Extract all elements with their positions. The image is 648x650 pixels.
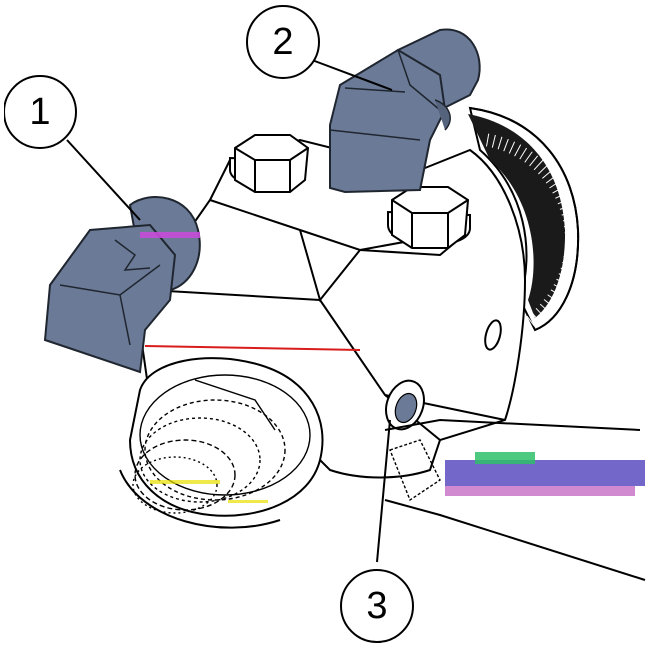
knurl-line <box>545 174 557 184</box>
knurl-line <box>503 138 509 152</box>
knurl-line <box>486 133 490 147</box>
knurl-line <box>555 192 568 199</box>
knurl-line <box>539 303 551 314</box>
callout-1: 1 <box>3 75 77 149</box>
knurl-line <box>519 147 528 160</box>
bolt-right <box>387 186 471 249</box>
knurl-line <box>564 250 578 253</box>
knurl-line <box>561 211 575 216</box>
knurl-line <box>508 141 516 154</box>
right-fitting <box>384 418 646 581</box>
knurl-line <box>564 224 578 228</box>
knurl-line <box>529 155 539 167</box>
knurled-ring <box>468 106 580 348</box>
leader-lines <box>66 59 393 563</box>
knurl-line <box>564 231 578 234</box>
knurl-line <box>562 217 576 222</box>
knurl-line <box>535 307 546 319</box>
knurl-line <box>552 186 565 194</box>
bolt-left <box>229 134 310 193</box>
knurl-line <box>563 256 577 260</box>
knurl-line <box>560 267 574 273</box>
knurl-line <box>557 198 571 205</box>
knurl-line <box>524 151 533 163</box>
callout-1-label: 1 <box>29 91 50 133</box>
knurl-line <box>526 315 536 327</box>
knurl-line <box>549 180 561 189</box>
knurl-line <box>491 134 496 148</box>
knurl-line <box>537 164 549 175</box>
callout-3: 3 <box>340 569 414 643</box>
knurl-line <box>556 278 569 286</box>
knurl-line <box>562 261 576 266</box>
knurl-line <box>547 294 559 303</box>
knurl-line <box>553 284 566 292</box>
knurl-line <box>564 244 578 246</box>
knurl-line <box>558 273 572 279</box>
callout-2: 2 <box>246 5 320 79</box>
knurl-line <box>533 159 544 171</box>
callout-3-label: 3 <box>366 585 387 627</box>
knurl-line <box>550 289 563 298</box>
red-section-line <box>144 345 361 351</box>
knurl-line <box>542 169 553 179</box>
knurl-line <box>531 312 541 323</box>
callout-2-label: 2 <box>272 21 293 63</box>
knurl-line <box>543 299 555 309</box>
knurl-line <box>497 136 503 150</box>
bottom-bore <box>119 357 324 529</box>
knurl-line <box>559 204 573 210</box>
connector-top <box>329 28 481 194</box>
knurl-line <box>514 144 522 157</box>
connector-left <box>43 196 201 374</box>
